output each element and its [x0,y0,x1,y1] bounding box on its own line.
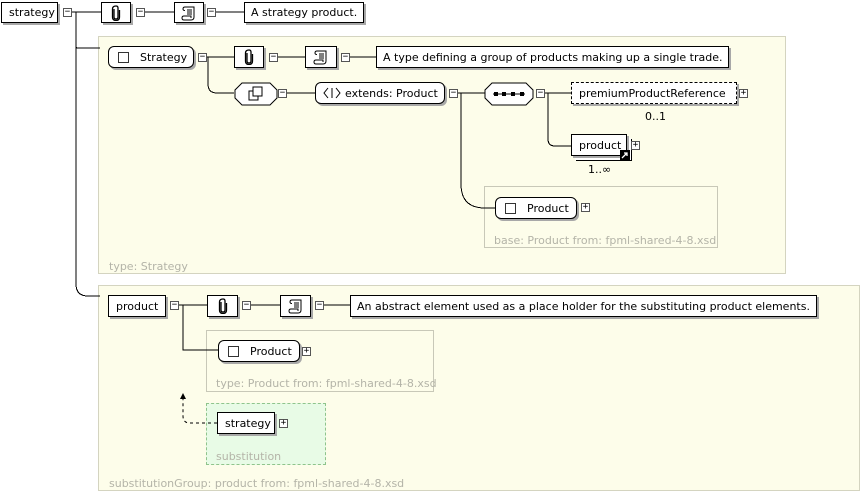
scroll-icon [181,6,195,20]
product-type-label: Product [250,344,292,358]
root-collapse-toggle[interactable]: − [63,7,72,17]
root-documentation-text: A strategy product. [244,2,365,23]
product-child-multiplicity: 1..∞ [588,163,612,176]
premiumProductReference-expand[interactable]: + [739,88,748,98]
extends-collapse[interactable]: − [449,88,458,98]
complex-type-product-base[interactable]: Product [495,197,577,219]
product-child-label: product [579,138,622,152]
strategy-annotation-box[interactable] [234,46,264,68]
sequence-icon[interactable] [484,82,534,106]
reference-arrow-icon [620,150,630,160]
base-type-caption: base: Product from: fpml-shared-4-8.xsd [494,234,717,247]
product-annotation-collapse[interactable]: − [242,300,251,310]
complex-type-icon [505,202,516,214]
strategy-documentation-box[interactable] [305,46,337,68]
product-type-caption: type: Product from: fpml-shared-4-8.xsd [216,377,437,390]
sequence-collapse[interactable]: − [536,88,545,98]
strategy-annotation-collapse[interactable]: − [269,52,278,62]
product-type-expand[interactable]: + [302,346,311,356]
complex-type-label: Strategy [140,50,188,64]
extension-icon [323,87,341,99]
paperclip-icon [111,4,121,21]
root-annotation-collapse[interactable]: − [136,7,145,17]
paperclip-icon [244,49,254,65]
scroll-icon [313,50,327,65]
product-documentation-collapse[interactable]: − [315,300,324,310]
complex-type-icon [118,51,129,63]
substitution-caption: substitution [216,450,282,463]
product-element-label: product [116,299,159,313]
base-product-label: Product [527,201,569,215]
root-element-strategy[interactable]: strategy [1,2,58,23]
choice-icon[interactable] [234,82,278,106]
complex-type-product[interactable]: Product [218,340,300,362]
extends-label: extends: Product [345,86,438,100]
product-documentation-text: An abstract element used as a place hold… [350,295,817,317]
element-product[interactable]: product [108,295,166,317]
strategy-type-collapse[interactable]: − [198,52,207,62]
root-annotation-box[interactable] [101,2,131,23]
substitution-element-strategy[interactable]: strategy [217,412,275,434]
product-child-expand[interactable]: + [631,140,640,150]
product-documentation-box[interactable] [280,295,311,317]
product-annotation-box[interactable] [207,295,238,317]
extends-product-box[interactable]: extends: Product [315,82,445,104]
premiumProductReference-multiplicity: 0..1 [645,110,666,123]
root-element-label: strategy [9,6,55,19]
complex-type-strategy[interactable]: Strategy [108,46,194,68]
substitution-strategy-expand[interactable]: + [279,418,288,428]
base-product-expand[interactable]: + [581,202,590,212]
strategy-documentation-text: A type defining a group of products maki… [376,46,730,68]
strategy-documentation-collapse[interactable]: − [341,52,350,62]
premiumProductReference-label: premiumProductReference [579,86,726,100]
element-premiumProductReference[interactable]: premiumProductReference [571,82,737,104]
scroll-icon [287,299,301,314]
substitution-group-caption: substitutionGroup: product from: fpml-sh… [109,477,405,490]
element-product-child[interactable]: product [571,134,627,156]
paperclip-icon [218,298,227,314]
choice-collapse[interactable]: − [278,88,287,98]
root-documentation-collapse[interactable]: − [207,7,216,17]
strategy-type-caption: type: Strategy [109,260,188,273]
complex-type-icon [228,345,239,357]
root-documentation-box[interactable] [174,2,204,23]
product-element-collapse[interactable]: − [170,300,179,310]
substitution-strategy-label: strategy [225,416,271,430]
